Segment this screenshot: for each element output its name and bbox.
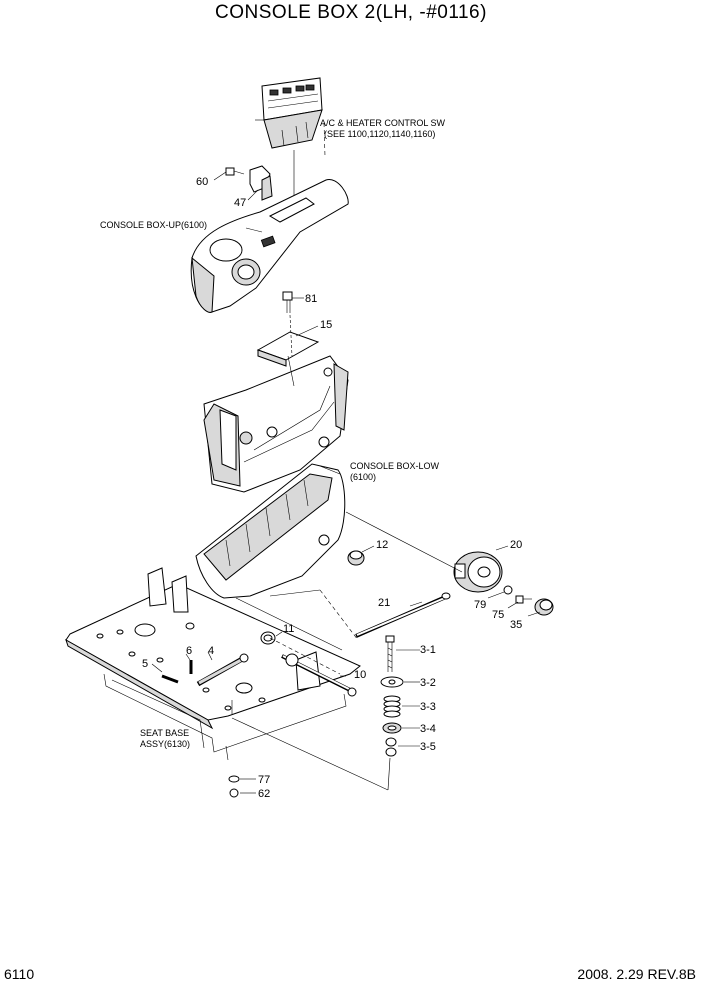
bolt-5 bbox=[161, 674, 179, 684]
part-label-3-5: 3-5 bbox=[420, 741, 436, 753]
shaft-10 bbox=[281, 653, 357, 697]
nut-62 bbox=[229, 788, 239, 798]
spring-3-3 bbox=[383, 695, 401, 718]
part-label-3-4: 3-4 bbox=[420, 723, 436, 735]
gas-spring-4 bbox=[196, 653, 249, 687]
washer-3-4 bbox=[382, 722, 402, 734]
console-box-up-caption: CONSOLE BOX-UP(6100) bbox=[100, 220, 207, 230]
cap-35 bbox=[534, 598, 554, 616]
console-box-low-caption-ref: (6100) bbox=[350, 472, 376, 482]
revision-date: 2008. 2.29 REV.8B bbox=[577, 966, 696, 982]
part-label-4: 4 bbox=[208, 645, 214, 657]
screw-75 bbox=[515, 595, 532, 604]
part-label-3-1: 3-1 bbox=[420, 644, 436, 656]
ac-heater-caption-ref: (SEE 1100,1120,1140,1160) bbox=[324, 129, 435, 139]
part-label-11: 11 bbox=[283, 623, 294, 635]
part-label-5: 5 bbox=[142, 658, 148, 670]
ac-heater-control-switch bbox=[255, 77, 323, 149]
seat-base-assy bbox=[65, 567, 361, 761]
ac-heater-caption: A/C & HEATER CONTROL SW bbox=[320, 118, 446, 128]
part-label-6: 6 bbox=[186, 645, 192, 657]
part-label-35: 35 bbox=[510, 619, 522, 631]
nut-3-5 bbox=[385, 737, 397, 757]
part-label-81: 81 bbox=[305, 293, 317, 305]
part-label-20: 20 bbox=[510, 539, 522, 551]
rod-21 bbox=[355, 592, 451, 638]
bolt-81 bbox=[282, 291, 293, 313]
part-label-62: 62 bbox=[258, 788, 270, 800]
part-label-10: 10 bbox=[354, 669, 366, 681]
washer-79 bbox=[503, 585, 513, 595]
part-label-15: 15 bbox=[320, 319, 332, 331]
console-box-low bbox=[195, 463, 346, 599]
part-label-75: 75 bbox=[492, 609, 504, 621]
seat-base-caption: SEAT BASE bbox=[140, 728, 189, 738]
part-label-12: 12 bbox=[376, 539, 388, 551]
plate-15 bbox=[256, 314, 320, 367]
part-label-21: 21 bbox=[378, 597, 390, 609]
part-label-60: 60 bbox=[196, 176, 208, 188]
part-label-47: 47 bbox=[234, 197, 246, 209]
console-box-up bbox=[190, 179, 349, 313]
part-label-77: 77 bbox=[258, 774, 270, 786]
page-number: 6110 bbox=[4, 966, 35, 982]
plug-12 bbox=[347, 550, 365, 566]
ring-11 bbox=[260, 631, 276, 645]
knob-47 bbox=[249, 165, 273, 201]
washer-3-2 bbox=[380, 676, 404, 688]
knob-20 bbox=[453, 551, 503, 593]
console-box-low-caption: CONSOLE BOX-LOW bbox=[350, 461, 440, 471]
console-frame bbox=[203, 355, 349, 493]
seat-base-caption-ref: ASSY(6130) bbox=[140, 739, 190, 749]
page-title: CONSOLE BOX 2(LH, -#0116) bbox=[215, 2, 487, 23]
part-label-3-3: 3-3 bbox=[420, 701, 436, 713]
washer-77 bbox=[228, 775, 240, 783]
screw-60 bbox=[225, 167, 245, 176]
part-label-79: 79 bbox=[474, 599, 486, 611]
part-label-3-2: 3-2 bbox=[420, 677, 436, 689]
bolt-3-1 bbox=[385, 635, 395, 672]
